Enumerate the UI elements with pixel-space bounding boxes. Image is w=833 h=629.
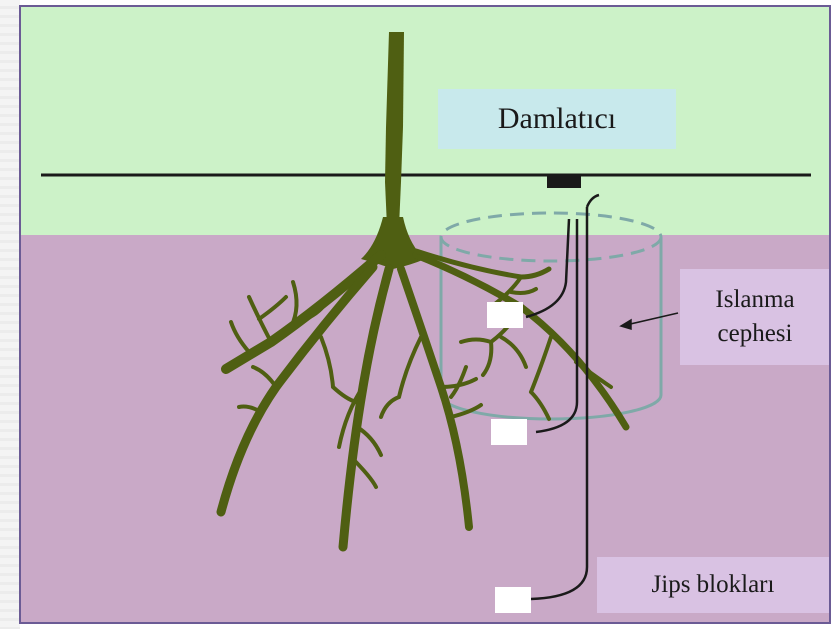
root-center-right [401, 269, 469, 527]
gypsum-blocks-label: Jips blokları [597, 557, 829, 613]
wetting-front-arrow [621, 313, 678, 329]
slide-background-stripes [0, 0, 20, 629]
diagram-frame: Damlatıcı Islanma cephesi Jips blokları [19, 5, 831, 624]
wetting-front-label-line1: Islanma [715, 283, 794, 317]
gypsum-block-3 [495, 587, 531, 613]
fine-roots [231, 277, 611, 487]
wetting-front-label-line2: cephesi [718, 317, 793, 351]
dripper-emitter [547, 175, 581, 188]
wetting-front-label: Islanma cephesi [680, 269, 830, 365]
plant-trunk [385, 32, 404, 227]
wetting-front-cylinder [441, 213, 661, 419]
dripper-label: Damlatıcı [438, 89, 676, 149]
gypsum-block-2 [491, 419, 527, 445]
gypsum-block-1 [487, 302, 523, 328]
sensor-tube-cap [587, 195, 599, 207]
